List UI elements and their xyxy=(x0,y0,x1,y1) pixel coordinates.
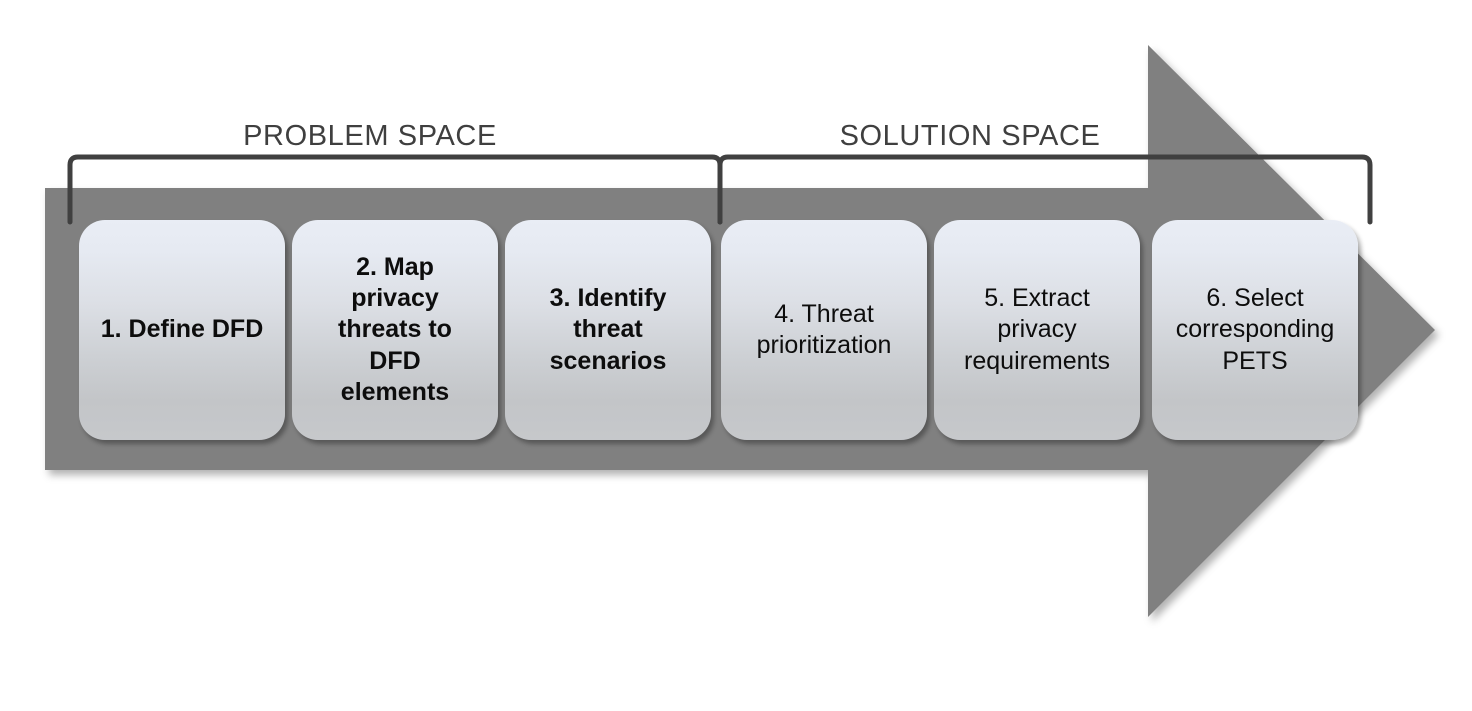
step-label-3: 3. Identify threat scenarios xyxy=(549,284,667,375)
step-box-1[interactable]: 1. Define DFD xyxy=(79,220,285,440)
step-label-2: 2. Map privacy threats to DFD elements xyxy=(338,252,452,406)
step-box-3[interactable]: 3. Identify threat scenarios xyxy=(505,220,711,440)
step-label-5: 5. Extract privacy requirements xyxy=(964,284,1110,375)
phase-label-problem-space: PROBLEM SPACE xyxy=(243,120,497,152)
step-box-4[interactable]: 4. Threat prioritization xyxy=(721,220,927,440)
bracket-solution-space xyxy=(717,154,1373,225)
step-box-2[interactable]: 2. Map privacy threats to DFD elements xyxy=(292,220,498,440)
step-label-4: 4. Threat prioritization xyxy=(756,299,892,359)
phase-label-solution-space: SOLUTION SPACE xyxy=(839,120,1101,152)
step-box-6[interactable]: 6. Select corresponding PETS xyxy=(1152,220,1358,440)
step-box-5[interactable]: 5. Extract privacy requirements xyxy=(934,220,1140,440)
step-label-1: 1. Define DFD xyxy=(100,315,264,344)
step-label-6: 6. Select corresponding PETS xyxy=(1175,284,1335,375)
